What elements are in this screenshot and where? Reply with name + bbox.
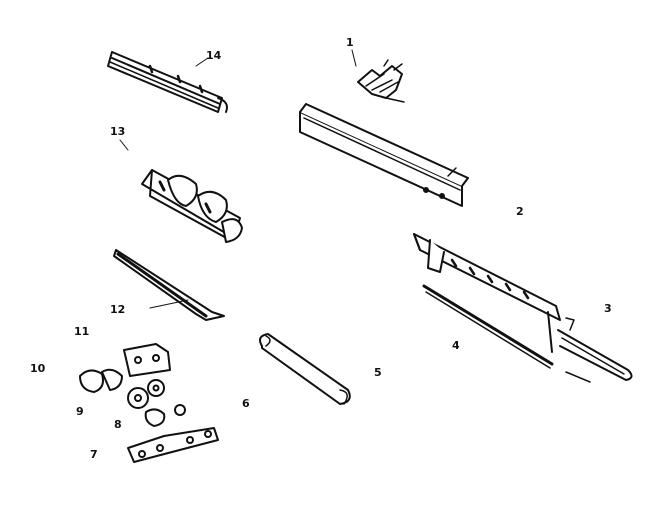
label-part-2: 2 [516,205,524,218]
label-part-12: 12 [110,303,126,316]
part-3-housing [413,233,633,383]
label-part-13: 13 [110,125,126,138]
parts-7-11-hardware [79,343,219,463]
part-2-bar [299,103,469,207]
part-5-shaft [259,333,351,405]
label-part-10: 10 [30,362,46,375]
part-12-rod [113,249,225,321]
part-4-strip [422,284,554,369]
part-14-rail [107,51,228,113]
label-part-8: 8 [114,418,122,431]
label-part-1: 1 [346,36,354,49]
label-part-3: 3 [604,302,612,315]
label-part-7: 7 [90,448,98,461]
label-part-5: 5 [374,366,382,379]
label-part-14: 14 [206,49,222,62]
label-part-6: 6 [242,397,250,410]
label-part-9: 9 [76,405,84,418]
part-13-roller-bracket [119,139,243,243]
part-1-clip [351,49,405,103]
label-part-4: 4 [452,339,460,352]
label-part-11: 11 [74,325,90,338]
